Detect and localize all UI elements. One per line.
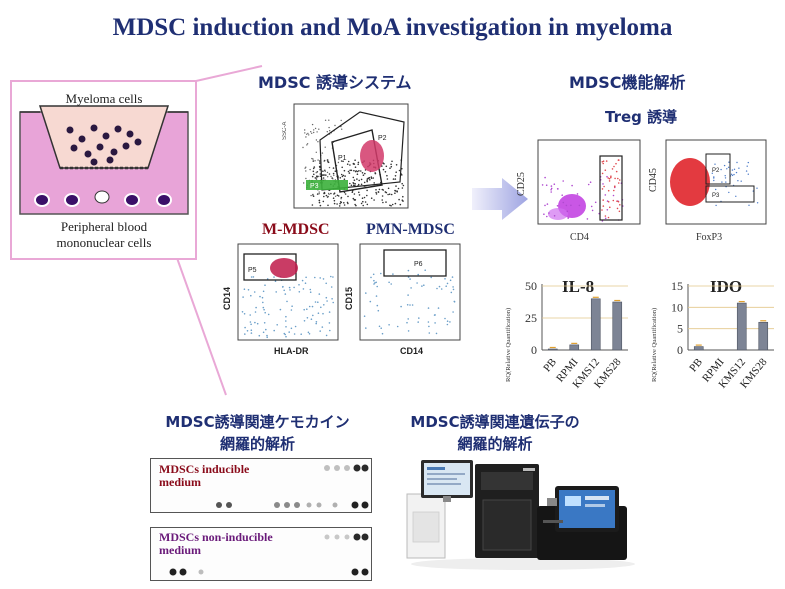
- blot1-label-line2: medium: [159, 475, 201, 489]
- ido-bar-chart: IDO RQ(Relative Quantification) 0 5 10 15PB…: [651, 277, 774, 391]
- chemokine-array-blot-non-inducible: MDSCs non-inducible medium: [150, 527, 372, 581]
- m-mdsc-red-cluster: [270, 258, 298, 278]
- gate-label-p5: P5: [248, 267, 257, 274]
- ido-bar: [758, 321, 769, 351]
- il8-y-axis-label: RQ(Relative Quantification): [505, 308, 512, 382]
- pbmc-label-line2: mononuclear cells: [56, 235, 152, 250]
- ido-y-axis-label: RQ(Relative Quantification): [651, 308, 658, 382]
- cd45-foxp3-plot: P2 P3 CD45 FoxP3: [648, 139, 767, 243]
- il8-category-label: PB: [541, 356, 559, 374]
- cd45-y-axis: CD45: [648, 168, 659, 192]
- ido-bar: [693, 346, 704, 351]
- scatter-events-red: [360, 140, 384, 172]
- il8-bar: [569, 344, 580, 351]
- il8-bar: [590, 298, 601, 351]
- pmn-plot-x-axis: CD14: [400, 346, 423, 356]
- il8-bar: [612, 301, 623, 351]
- m-plot-y-axis: CD14: [222, 287, 232, 310]
- scatter-events-green: [306, 180, 348, 190]
- blot2-label-line2: medium: [159, 543, 201, 557]
- ido-ytick-label: 10: [671, 300, 683, 314]
- pmn-plot-y-axis: CD15: [344, 287, 354, 310]
- gate-label-cd45-p2: P2: [712, 168, 720, 174]
- il8-ytick-label: 50: [525, 279, 537, 293]
- gate-label-p3: P3: [310, 183, 319, 190]
- blot1-dots: [216, 464, 369, 509]
- myeloma-cells-label: Myeloma cells: [65, 91, 143, 106]
- connector-line-bottom: [176, 257, 227, 396]
- ido-ytick-label: 5: [677, 322, 683, 336]
- treg-heading: Treg 誘導: [605, 108, 678, 126]
- cd25-y-axis: CD25: [516, 172, 527, 196]
- gene-heading-line2: 網羅的解析: [457, 435, 533, 453]
- il8-bar: [547, 348, 558, 351]
- ido-bar: [736, 302, 747, 351]
- ido-chart-title: IDO: [710, 277, 742, 296]
- pmn-mdsc-label: PMN-MDSC: [366, 221, 455, 238]
- chemokine-heading-line2: 網羅的解析: [219, 435, 295, 453]
- m-mdsc-blue-events: [241, 275, 334, 339]
- myeloma-cell-dots: [66, 124, 142, 166]
- gene-heading-line1: MDSC誘導関連遺伝子の: [410, 413, 580, 431]
- blot2-label-line1: MDSCs non-inducible: [159, 530, 273, 544]
- gate-cd45-p2: [705, 153, 731, 185]
- pmn-mdsc-plot: P6 CD15 CD14: [344, 243, 461, 356]
- chemokine-heading-line1: MDSC誘導関連ケモカイン: [165, 413, 350, 431]
- blot2-dots: [169, 533, 369, 576]
- gate-cd45-p3: [705, 185, 755, 203]
- m-plot-x-axis: HLA-DR: [274, 346, 309, 356]
- function-analysis-heading: MDSC機能解析: [569, 73, 686, 92]
- gate-label-p6: P6: [414, 261, 423, 268]
- il8-ytick-label: 25: [525, 311, 537, 325]
- foxp3-x-axis: FoxP3: [696, 232, 722, 243]
- transwell-diagram: [19, 105, 189, 215]
- cd25-scatter-events: [541, 159, 624, 222]
- il8-chart-title: IL-8: [562, 277, 594, 296]
- gate-p1: [331, 129, 383, 193]
- sequencer-instruments-image: [406, 460, 635, 570]
- il8-ytick-label: 0: [531, 343, 537, 357]
- gate-label-cd45-p3: P3: [712, 193, 720, 199]
- m-mdsc-label: M-MDSC: [262, 221, 330, 238]
- gate-p6: [383, 249, 447, 277]
- cd45-red-cluster: [670, 158, 710, 206]
- ido-ytick-label: 0: [677, 343, 683, 357]
- connector-line-top: [195, 65, 263, 82]
- page-title: MDSC induction and MoA investigation in …: [112, 14, 673, 41]
- chemokine-array-blot-inducible: MDSCs inducible medium: [150, 458, 372, 513]
- ssc-axis-label: SSC-A: [282, 122, 288, 140]
- cd4-x-axis: CD4: [570, 232, 589, 243]
- m-mdsc-plot: P5 CD14 HLA-DR: [222, 243, 339, 356]
- cd45-scatter-events: [711, 161, 759, 207]
- gate-cd25: [599, 155, 623, 221]
- il8-bar-chart: IL-8 RQ(Relative Quantification) 0 25 50PB…: [505, 277, 628, 391]
- fsc-ssc-plot: P1 P3 P2 SSC-A: [282, 103, 409, 209]
- pbmc-cell-dots: [34, 190, 172, 207]
- cd25-cd4-plot: CD25 CD4: [516, 139, 641, 243]
- ido-category-label: PB: [687, 356, 705, 374]
- induction-system-heading: MDSC 誘導システム: [258, 73, 412, 92]
- pbmc-label-line1: Peripheral blood: [60, 219, 148, 234]
- blot1-label-line1: MDSCs inducible: [159, 462, 250, 476]
- ido-ytick-label: 15: [671, 279, 683, 293]
- gate-label-p1: P1: [338, 155, 347, 162]
- gate-label-p2: P2: [378, 135, 387, 142]
- flow-arrow-icon: [472, 178, 528, 220]
- pmn-mdsc-blue-events: [363, 269, 456, 335]
